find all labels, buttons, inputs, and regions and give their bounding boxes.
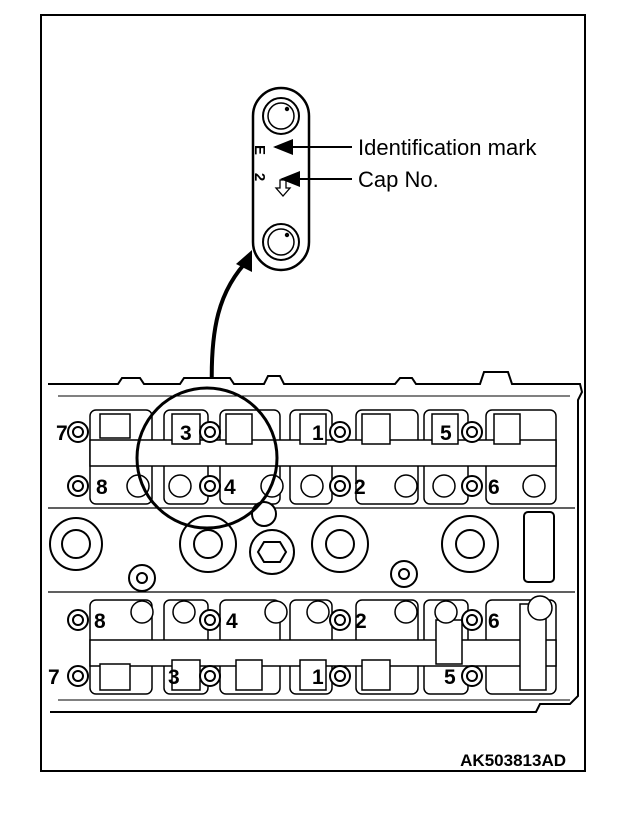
cap-number-upper-top-1: 7 <box>56 422 68 445</box>
figure-code: AK503813AD <box>460 751 566 770</box>
upper-camshaft-journals <box>89 409 557 505</box>
cap-no-label: Cap No. <box>358 167 439 192</box>
cap-number-lower-bottom-4: 5 <box>444 666 456 689</box>
spark-plug-bores <box>49 501 555 592</box>
highlight-circle <box>135 386 279 530</box>
cam-lobes <box>126 474 553 624</box>
detail-pointer-arrowhead <box>236 250 252 272</box>
cap-number-lower-top-2: 4 <box>226 610 238 633</box>
cap-identification-letter: E <box>251 145 268 155</box>
cap-number-lower-top-3: 2 <box>355 610 367 633</box>
cap-number-lower-bottom-3: 1 <box>312 666 324 689</box>
cap-number-upper-bottom-3: 2 <box>354 476 366 499</box>
lower-camshaft-journals <box>89 599 557 695</box>
cap-number-upper-bottom-2: 4 <box>224 476 236 499</box>
cap-number-lower-top-4: 6 <box>488 610 500 633</box>
cap-number-lower-top-1: 8 <box>94 610 106 633</box>
cap-bolts <box>67 421 483 687</box>
cap-number-upper-top-4: 5 <box>440 422 452 445</box>
cap-number-marking: 2 <box>251 173 268 181</box>
identification-mark-label: Identification mark <box>358 135 538 160</box>
cap-number-lower-bottom-2: 3 <box>168 666 180 689</box>
cap-number-upper-bottom-4: 6 <box>488 476 500 499</box>
cap-number-lower-bottom-1: 7 <box>48 666 60 689</box>
cap-number-upper-top-2: 3 <box>180 422 192 445</box>
detail-pointer-arrow <box>209 256 252 393</box>
cap-number-upper-bottom-1: 8 <box>96 476 108 499</box>
cap-number-upper-top-3: 1 <box>312 422 324 445</box>
